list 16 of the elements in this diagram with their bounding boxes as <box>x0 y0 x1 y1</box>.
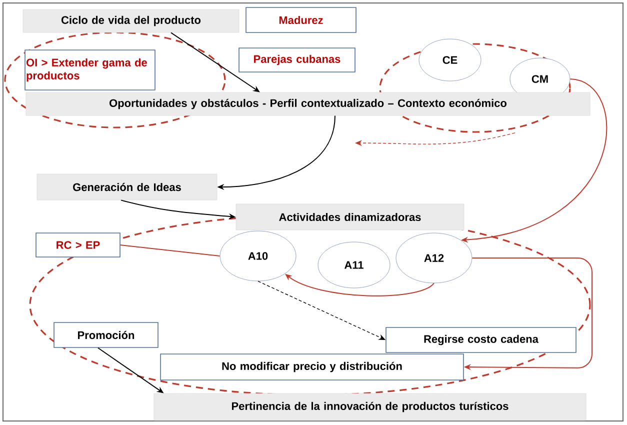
note-box: Parejas cubanas <box>238 48 356 72</box>
heading-band: Generación de Ideas <box>36 174 218 200</box>
note-box: Promoción <box>54 322 158 348</box>
ellipse-node: A11 <box>318 242 390 288</box>
ellipse-node: A10 <box>220 230 296 282</box>
note-box: OI > Extender gama de productos <box>24 50 156 90</box>
heading-band: Oportunidades y obstáculos - Perfil contextualizado – Contexto económico <box>26 92 590 116</box>
ellipse-node: CE <box>418 38 482 82</box>
note-box: No modificar precio y distribución <box>160 354 464 380</box>
note-box: Madurez <box>246 7 356 33</box>
ellipse-node: A12 <box>396 232 472 284</box>
heading-band: Ciclo de vida del producto <box>22 9 240 33</box>
heading-band: Pertinencia de la innovación de productos turísticos <box>154 393 586 421</box>
heading-band: Actividades dinamizadoras <box>236 204 464 230</box>
note-box: Regirse costo cadena <box>386 327 576 353</box>
note-box: RC > EP <box>36 232 120 258</box>
